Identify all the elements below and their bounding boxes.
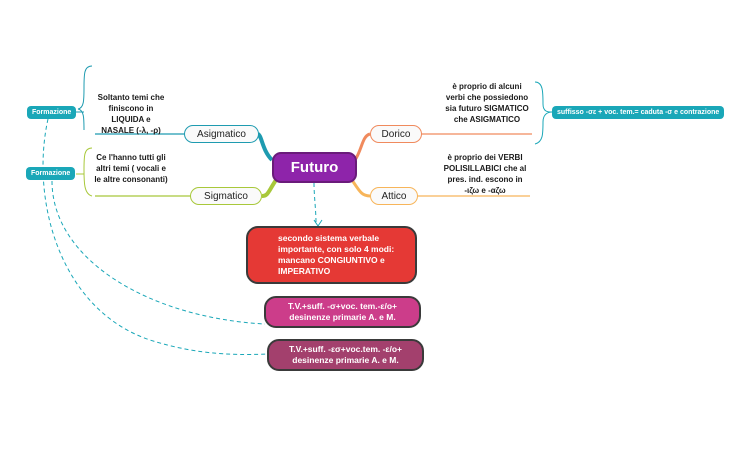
attico-description: è proprio dei VERBI POLISILLABICI che al… bbox=[443, 153, 527, 195]
sigmatico-description: Ce l'hanno tutti gli altri temi ( vocali… bbox=[94, 153, 168, 184]
asigmatico-formula-box[interactable]: T.V.+suff. -εσ+voc.tem. -ε/ο+ desinenze … bbox=[267, 339, 424, 371]
branch-dorico[interactable]: Dorico bbox=[370, 125, 422, 143]
tag-formazione-asigmatico[interactable]: Formazione bbox=[27, 106, 77, 119]
central-topic-futuro[interactable]: Futuro bbox=[272, 152, 357, 183]
dorico-description: è proprio di alcuni verbi che possiedono… bbox=[445, 82, 529, 124]
asigmatico-description: Soltanto temi che finiscono in LIQUIDA e… bbox=[97, 93, 165, 135]
sigmatico-formula-box[interactable]: T.V.+suff. -σ+voc. tem.-ε/ο+ desinenze p… bbox=[264, 296, 421, 328]
branch-asigmatico[interactable]: Asigmatico bbox=[184, 125, 259, 143]
tag-formazione-sigmatico[interactable]: Formazione bbox=[26, 167, 76, 180]
tag-suffisso-dorico[interactable]: suffisso -σε + voc. tem.= caduta -σ e co… bbox=[552, 106, 725, 119]
description-box[interactable]: secondo sistema verbale importante, con … bbox=[246, 226, 417, 284]
branch-attico[interactable]: Attico bbox=[370, 187, 418, 205]
branch-sigmatico[interactable]: Sigmatico bbox=[190, 187, 262, 205]
